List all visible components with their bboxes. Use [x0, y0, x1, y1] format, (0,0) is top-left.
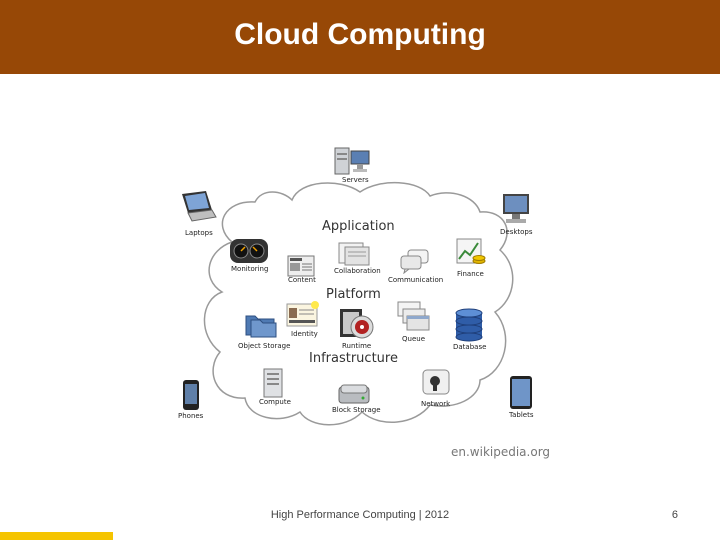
servers-icon	[334, 147, 370, 175]
monitoring-icon	[230, 239, 268, 263]
communication-icon	[400, 249, 429, 274]
communication-label: Communication	[388, 276, 444, 284]
content-icon	[287, 255, 315, 277]
finance-icon	[456, 238, 486, 264]
desktops-label: Desktops	[500, 228, 533, 236]
slide-title: Cloud Computing	[234, 18, 486, 51]
object-storage-icon	[245, 315, 277, 338]
collaboration-icon	[338, 242, 370, 266]
compute-label: Compute	[259, 398, 291, 406]
queue-label: Queue	[402, 335, 425, 343]
object-storage-label: Object Storage	[238, 342, 291, 350]
cloud-outline	[203, 182, 514, 426]
phone-icon	[183, 380, 199, 410]
laptop-icon	[182, 191, 217, 222]
application-layer-label: Application	[322, 219, 395, 234]
slide-footer: High Performance Computing | 2012	[270, 509, 450, 521]
desktop-icon	[503, 194, 529, 223]
identity-label: Identity	[291, 330, 318, 338]
infrastructure-layer-label: Infrastructure	[309, 351, 398, 366]
content-label: Content	[288, 276, 316, 284]
platform-layer-label: Platform	[326, 287, 381, 302]
tablet-icon	[510, 376, 532, 409]
page-number: 6	[671, 509, 678, 521]
runtime-label: Runtime	[342, 342, 372, 350]
identity-icon	[286, 301, 319, 327]
phones-label: Phones	[178, 412, 204, 420]
monitoring-label: Monitoring	[231, 265, 269, 273]
title-bar: Cloud Computing	[0, 0, 720, 74]
runtime-icon	[340, 309, 374, 339]
database-icon	[455, 308, 483, 342]
block-storage-icon	[338, 384, 370, 404]
collaboration-label: Collaboration	[334, 267, 381, 275]
compute-icon	[263, 368, 283, 398]
database-label: Database	[453, 343, 487, 351]
footer-accent-bar	[0, 532, 113, 540]
tablets-label: Tablets	[509, 411, 534, 419]
block-storage-label: Block Storage	[332, 406, 381, 414]
queue-icon	[397, 301, 430, 331]
servers-label: Servers	[342, 176, 369, 184]
image-credit: en.wikipedia.org	[451, 445, 551, 459]
laptops-label: Laptops	[185, 229, 213, 237]
network-icon	[422, 369, 450, 395]
finance-label: Finance	[457, 270, 484, 278]
network-label: Network	[421, 400, 451, 408]
